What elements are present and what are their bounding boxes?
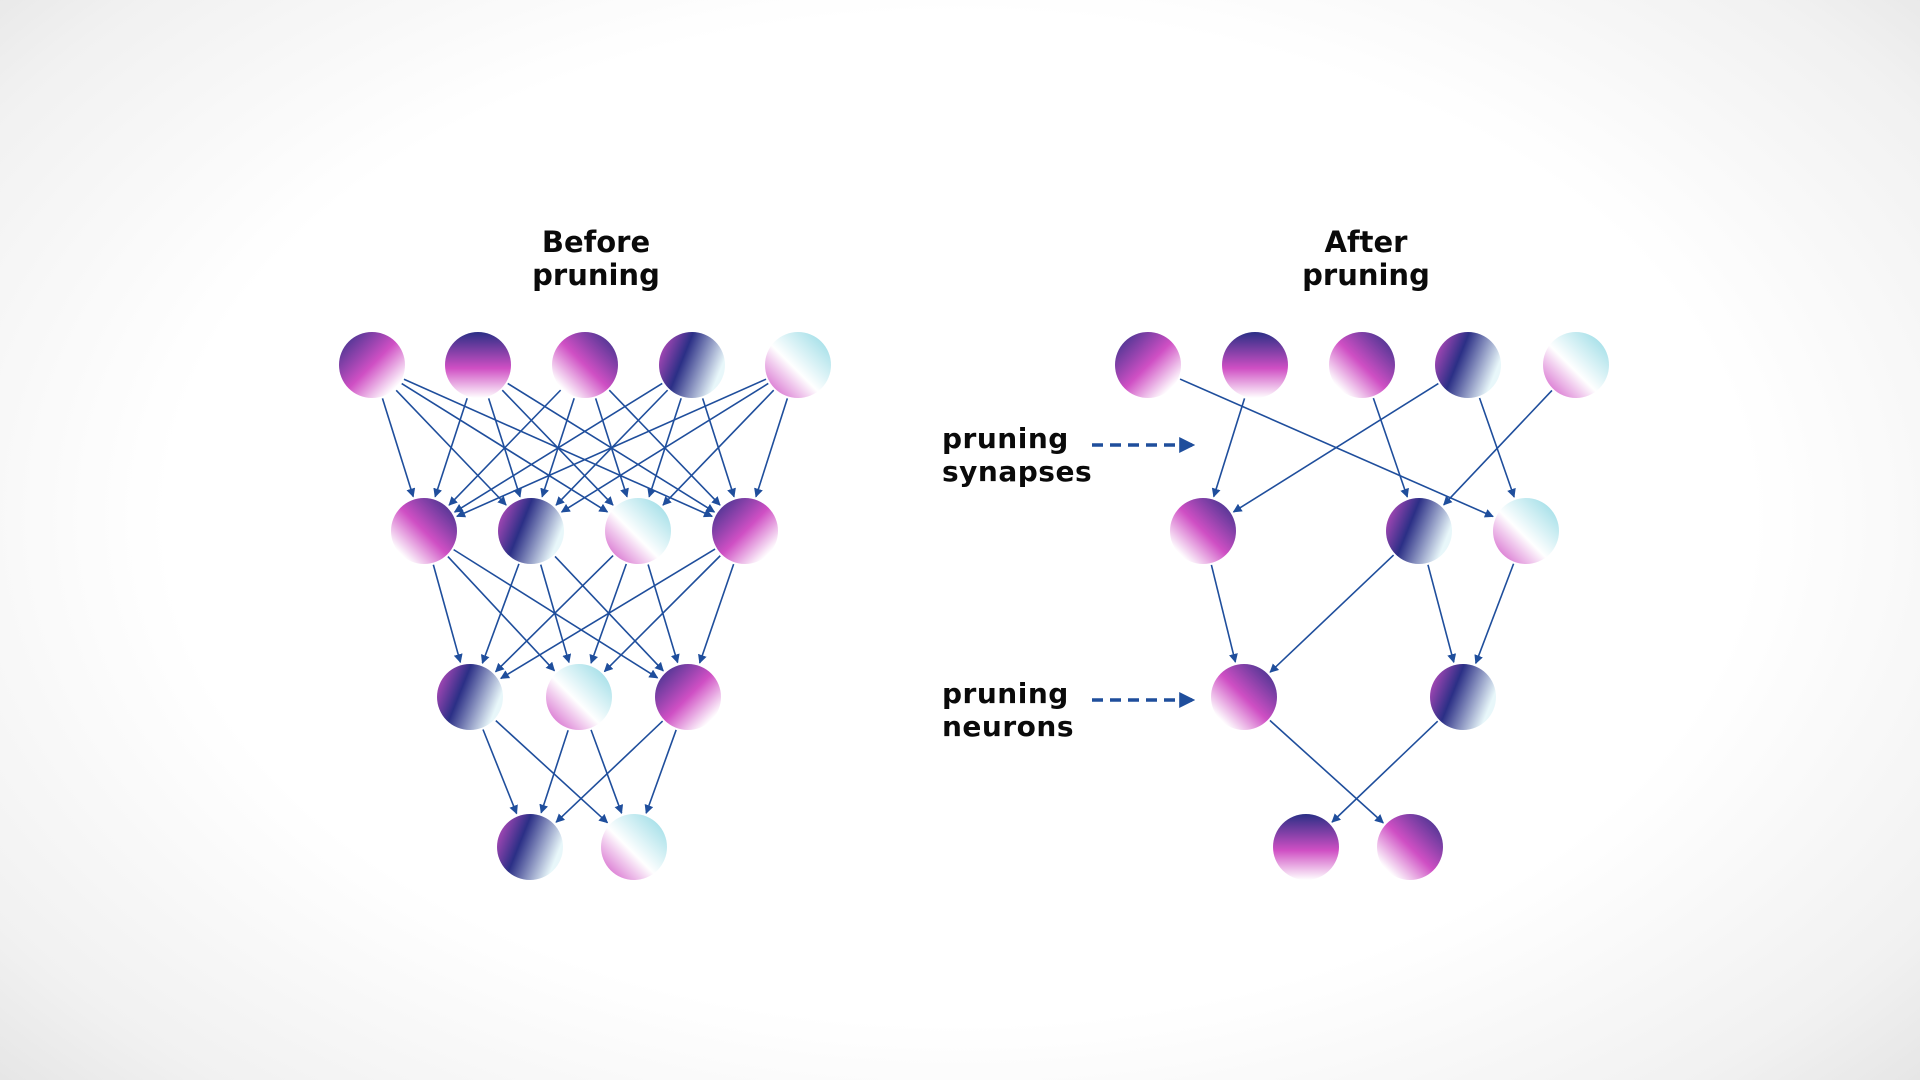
before-neuron — [765, 332, 831, 398]
before-synapse-arrow — [560, 382, 769, 513]
before-synapse-arrow — [500, 548, 716, 680]
before-synapse-arrow — [432, 564, 463, 664]
before-neuron — [655, 664, 721, 730]
before-synapse-arrow — [754, 398, 789, 498]
after-synapse-arrow — [1269, 554, 1395, 673]
neurons-label-line1: pruning — [942, 677, 1069, 710]
after-synapse-arrow — [1331, 720, 1439, 823]
before-synapse-arrow — [453, 382, 663, 513]
after-neuron — [1386, 498, 1452, 564]
after-synapse-arrow — [1372, 397, 1409, 498]
before-synapse-arrow — [698, 563, 735, 664]
before-synapse-arrow — [495, 720, 609, 824]
before-neuron — [437, 664, 503, 730]
after-neuron — [1170, 498, 1236, 564]
after-neuron — [1115, 332, 1181, 398]
before-title-line2: pruning — [532, 258, 660, 292]
after-synapse-arrow — [1269, 719, 1384, 824]
before-synapse-arrow — [381, 398, 416, 498]
before-synapse-arrow — [448, 389, 562, 506]
after-synapse-arrow — [1478, 397, 1516, 498]
before-title-line1: Before — [541, 225, 651, 259]
after-synapse-arrow — [1211, 398, 1246, 498]
before-synapse-arrow — [494, 555, 614, 673]
before-pruning-synapses — [381, 378, 789, 824]
before-pruning-title: Before pruning — [466, 226, 726, 292]
pruning-neurons-label: pruning neurons — [942, 677, 1074, 743]
before-synapse-arrow — [482, 729, 518, 815]
after-neuron — [1273, 814, 1339, 880]
before-synapse-arrow — [539, 730, 569, 814]
after-synapse-arrow — [1210, 564, 1238, 663]
before-neuron — [601, 814, 667, 880]
after-neuron — [1493, 498, 1559, 564]
after-neuron — [1222, 332, 1288, 398]
after-neuron — [1377, 814, 1443, 880]
after-neuron — [1329, 332, 1395, 398]
after-neuron — [1211, 664, 1277, 730]
before-neuron — [391, 498, 457, 564]
before-neuron — [498, 498, 564, 564]
after-pruning-neurons — [1115, 332, 1609, 880]
after-pruning-title: After pruning — [1236, 226, 1496, 292]
after-synapse-arrow — [1474, 563, 1515, 665]
neurons-label-line2: neurons — [942, 710, 1075, 743]
after-synapse-arrow — [1232, 382, 1439, 513]
after-neuron — [1543, 332, 1609, 398]
after-neuron — [1430, 664, 1496, 730]
before-synapse-arrow — [433, 398, 468, 498]
before-neuron — [712, 498, 778, 564]
after-synapse-arrow — [1443, 389, 1553, 506]
before-neuron — [552, 332, 618, 398]
before-synapse-arrow — [456, 378, 767, 518]
pruning-synapses-label: pruning synapses — [942, 422, 1092, 488]
after-synapse-arrow — [1427, 564, 1457, 664]
before-neuron — [659, 332, 725, 398]
before-synapse-arrow — [590, 729, 624, 815]
after-title-line2: pruning — [1302, 258, 1430, 292]
before-neuron — [339, 332, 405, 398]
after-pruning-synapses — [1179, 378, 1553, 824]
before-synapse-arrow — [644, 729, 677, 814]
before-synapse-arrow — [603, 555, 721, 673]
before-synapse-arrow — [555, 720, 664, 823]
synapses-label-line2: synapses — [942, 455, 1093, 488]
before-neuron — [546, 664, 612, 730]
before-neuron — [445, 332, 511, 398]
before-synapse-arrow — [480, 563, 520, 665]
synapses-label-line1: pruning — [942, 422, 1069, 455]
before-synapse-arrow — [662, 389, 775, 506]
after-neuron — [1435, 332, 1501, 398]
before-neuron — [605, 498, 671, 564]
before-pruning-neurons — [339, 332, 831, 880]
before-neuron — [497, 814, 563, 880]
after-title-line1: After — [1324, 225, 1408, 259]
